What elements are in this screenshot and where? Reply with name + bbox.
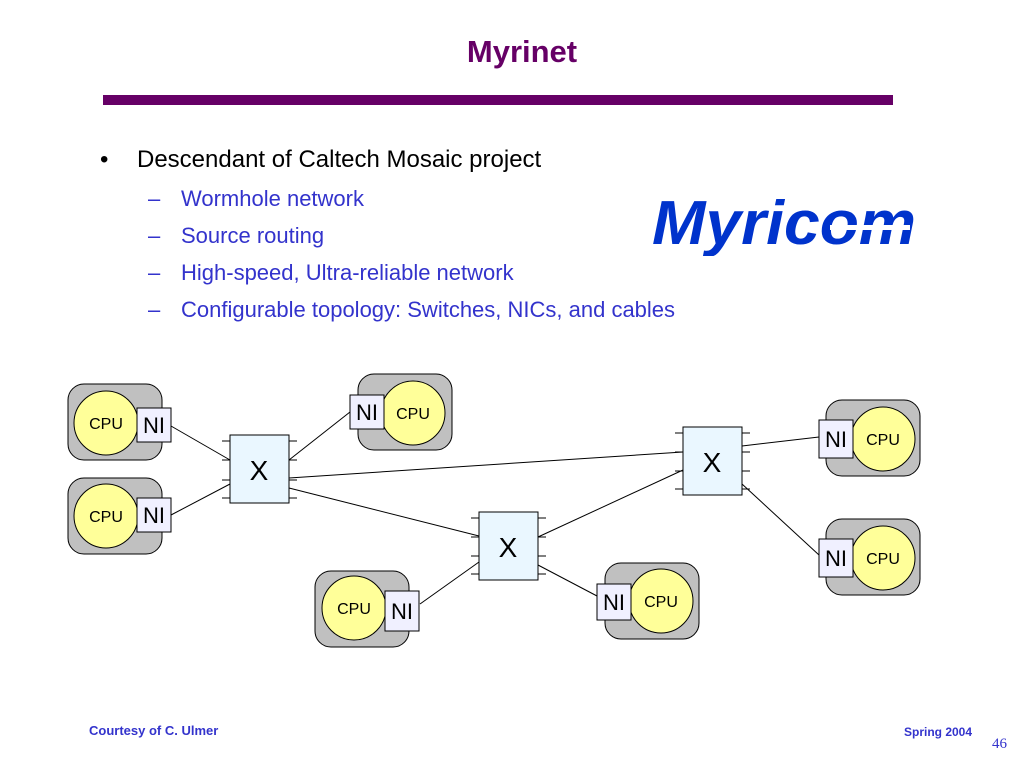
logo-stripe — [830, 225, 910, 230]
sub-bullet-text: Wormhole network — [181, 186, 364, 211]
cable — [170, 483, 231, 516]
ni-box — [818, 538, 854, 578]
switch-label: X — [250, 455, 269, 486]
ni-label: NI — [825, 427, 847, 452]
cable — [537, 469, 684, 538]
switch-box — [229, 434, 290, 504]
sub-bullet-marker: – — [148, 297, 161, 322]
switch-box — [478, 511, 539, 581]
cable — [741, 483, 820, 556]
cable — [288, 487, 480, 537]
cpu-label: CPU — [89, 416, 123, 433]
switch-node: X — [222, 434, 297, 504]
cpu-label: CPU — [644, 594, 678, 611]
host-node: CPU NI — [596, 562, 700, 640]
cpu-label: CPU — [89, 509, 123, 526]
ni-box — [136, 407, 172, 443]
ni-label: NI — [825, 546, 847, 571]
cable — [419, 561, 480, 605]
host-node: CPU NI — [818, 399, 921, 477]
ni-box — [349, 394, 385, 430]
logo-text: Myricom — [652, 190, 916, 256]
switch-label: X — [703, 447, 722, 478]
host-node: CPU NI — [818, 518, 921, 596]
switch-box — [682, 426, 743, 496]
myricom-logo: Myricom — [652, 190, 916, 256]
switch-node: X — [471, 511, 546, 581]
title-rule — [103, 95, 893, 105]
cable — [741, 436, 820, 447]
switch-label: X — [499, 532, 518, 563]
bullet-text: Descendant of Caltech Mosaic project — [137, 146, 542, 173]
cable — [170, 425, 231, 461]
bullet-marker: • — [100, 146, 109, 173]
footer-date: Spring 2004 — [904, 725, 973, 739]
ni-label: NI — [143, 503, 165, 528]
ni-box — [596, 583, 632, 621]
ni-box — [384, 590, 420, 632]
host-node: CPU NI — [67, 477, 172, 555]
ni-label: NI — [356, 400, 378, 425]
switch-node: X — [675, 426, 750, 496]
sub-bullet-text: High-speed, Ultra-reliable network — [181, 260, 514, 285]
host-node: CPU NI — [314, 570, 420, 648]
sub-bullet-text: Source routing — [181, 223, 325, 248]
sub-bullet-marker: – — [148, 260, 161, 285]
cpu-label: CPU — [866, 432, 900, 449]
host-node: CPU NI — [349, 373, 453, 451]
sub-bullet-text: Configurable topology: Switches, NICs, a… — [181, 297, 676, 322]
sub-bullet-marker: – — [148, 186, 161, 211]
ni-box — [818, 419, 854, 459]
slide-title: Myrinet — [466, 34, 578, 69]
cable — [288, 411, 351, 461]
ni-label: NI — [143, 413, 165, 438]
ni-label: NI — [603, 590, 625, 615]
ni-box — [136, 497, 172, 533]
cable — [537, 564, 598, 597]
cables — [170, 411, 820, 605]
page-number: 46 — [992, 736, 1007, 752]
cpu-label: CPU — [866, 551, 900, 568]
cpu-label: CPU — [396, 406, 430, 423]
cable — [288, 451, 684, 479]
footer-credit: Courtesy of C. Ulmer — [89, 723, 219, 738]
sub-bullet-marker: – — [148, 223, 161, 248]
ni-label: NI — [391, 599, 413, 624]
cpu-label: CPU — [337, 601, 371, 618]
host-node: CPU NI — [67, 383, 172, 461]
